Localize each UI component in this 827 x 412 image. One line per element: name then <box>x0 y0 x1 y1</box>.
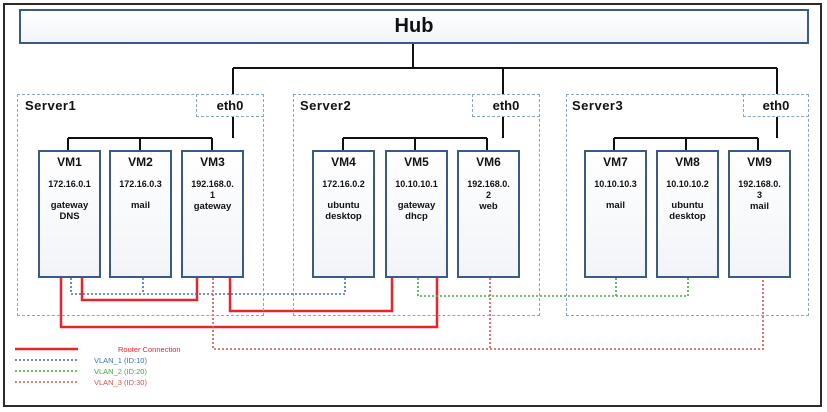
vlan1-lines <box>70 278 346 295</box>
vm8-box: VM8 10.10.10.2 ubuntu desktop <box>656 150 719 278</box>
vlan3-lines <box>212 278 764 350</box>
vm2-role: mail <box>130 200 150 211</box>
vm6-role: web <box>479 201 498 212</box>
vm3-role: gateway <box>193 201 232 212</box>
vm8-role: ubuntu desktop <box>669 200 706 222</box>
vm4-role: ubuntu desktop <box>325 200 362 222</box>
server3-eth0-label: eth0 <box>762 98 790 113</box>
vm3-name: VM3 <box>200 155 225 169</box>
vm6-ip: 192.168.0. 2 <box>467 179 510 200</box>
server3-group <box>566 94 809 316</box>
server2-eth0-label: eth0 <box>492 98 520 113</box>
legend-vlan2-label: VLAN_2 (ID:20) <box>94 367 147 376</box>
server2-group <box>293 94 540 316</box>
vm1-role: gateway DNS <box>50 200 89 222</box>
vm6-box: VM6 192.168.0. 2 web <box>457 150 520 278</box>
vm1-box: VM1 172.16.0.1 gateway DNS <box>38 150 101 278</box>
vm3-ip: 192.168.0. 1 <box>191 179 234 200</box>
vm8-ip: 10.10.10.2 <box>666 179 709 189</box>
vm5-role: gateway dhcp <box>397 200 436 222</box>
vm4-ip: 172.16.0.2 <box>322 179 365 189</box>
vlan2-lines <box>417 278 689 297</box>
legend-router-label: Router Connection <box>118 345 181 354</box>
vm3-box: VM3 192.168.0. 1 gateway <box>181 150 244 278</box>
vm7-box: VM7 10.10.10.3 mail <box>584 150 647 278</box>
vm4-box: VM4 172.16.0.2 ubuntu desktop <box>312 150 375 278</box>
vm8-name: VM8 <box>675 155 700 169</box>
vm9-box: VM9 192.168.0. 3 mail <box>728 150 791 278</box>
legend-vlan3-label: VLAN_3 (ID:30) <box>94 378 147 387</box>
server1-label: Server1 <box>25 98 77 113</box>
hub-trunk-lines <box>67 44 778 150</box>
vm9-ip: 192.168.0. 3 <box>738 179 781 200</box>
server2-label: Server2 <box>300 98 352 113</box>
vm7-name: VM7 <box>603 155 628 169</box>
vm4-name: VM4 <box>331 155 356 169</box>
vm2-ip: 172.16.0.3 <box>119 179 162 189</box>
legend: Router Connection VLAN_1 (ID:10) VLAN_2 … <box>15 345 181 387</box>
hub-label: Hub <box>394 15 434 37</box>
server3-label: Server3 <box>572 98 624 113</box>
vm5-box: VM5 10.10.10.1 gateway dhcp <box>385 150 448 278</box>
server1-eth0: eth0 <box>196 94 264 117</box>
server2-eth0: eth0 <box>472 94 540 117</box>
vm1-name: VM1 <box>57 155 82 169</box>
legend-vlan1-label: VLAN_1 (ID:10) <box>94 356 147 365</box>
server3-eth0: eth0 <box>743 94 809 117</box>
vm9-role: mail <box>749 201 769 212</box>
vm7-role: mail <box>605 200 625 211</box>
vm1-ip: 172.16.0.1 <box>48 179 91 189</box>
vm5-ip: 10.10.10.1 <box>395 179 438 189</box>
vm5-name: VM5 <box>404 155 429 169</box>
vm2-box: VM2 172.16.0.3 mail <box>109 150 172 278</box>
vm2-name: VM2 <box>128 155 153 169</box>
server1-group <box>17 94 264 316</box>
vm6-name: VM6 <box>476 155 501 169</box>
router-connection-lines <box>59 278 439 329</box>
vm7-ip: 10.10.10.3 <box>594 179 637 189</box>
hub-box: Hub <box>19 9 809 44</box>
server1-eth0-label: eth0 <box>216 98 244 113</box>
vm9-name: VM9 <box>747 155 772 169</box>
